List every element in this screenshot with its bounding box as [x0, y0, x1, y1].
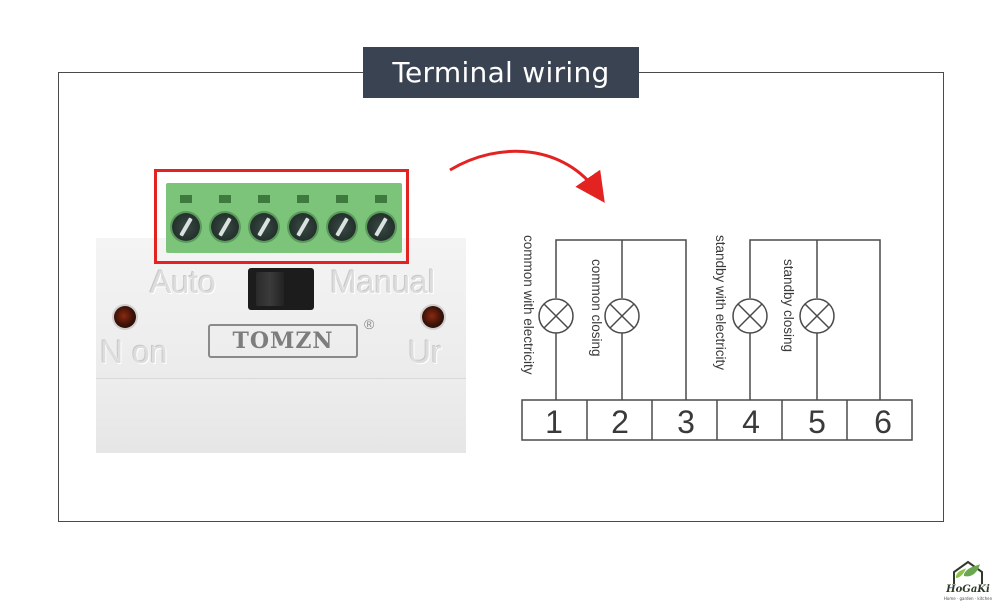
terminal-screw [289, 213, 317, 241]
terminal-screw [211, 213, 239, 241]
logo-name: HoGaKi [946, 584, 990, 595]
terminal-pin [375, 195, 387, 203]
terminal-screw [250, 213, 278, 241]
terminal-number-2: 2 [611, 404, 629, 440]
lamp-icon [732, 298, 768, 334]
label-on: N on [100, 334, 168, 370]
wires-right-group [749, 239, 881, 400]
logo-tagline: Home · garden · kitchen [943, 596, 993, 601]
page-title: Terminal wiring [363, 47, 639, 98]
registered-mark: ® [364, 316, 375, 332]
terminal-number-4: 4 [742, 404, 760, 440]
terminal-screw [172, 213, 200, 241]
terminal-block [166, 183, 402, 253]
lamp-icon [799, 298, 835, 334]
load-label-common-with-electricity: common with electricity [521, 235, 536, 375]
load-label-standby-with-electricity: standby with electricity [713, 235, 728, 370]
terminal-pin [336, 195, 348, 203]
terminal-screw [367, 213, 395, 241]
hogaki-logo: HoGaKi Home · garden · kitchen [940, 558, 996, 602]
lamp-icon [538, 298, 574, 334]
terminal-screw [328, 213, 356, 241]
brand-plate: TOMZN [208, 324, 358, 358]
device-lower-panel [96, 378, 466, 453]
house-leaf-icon [953, 560, 983, 584]
indicator-led-right [422, 306, 444, 328]
terminal-highlight-box [154, 169, 409, 264]
wires-left-group [555, 239, 687, 400]
label-manual: Manual [330, 264, 435, 300]
terminal-pin [219, 195, 231, 203]
terminal-pin [180, 195, 192, 203]
terminal-number-3: 3 [677, 404, 695, 440]
lamp-icon [604, 298, 640, 334]
terminal-number-1: 1 [545, 404, 563, 440]
switch-knob [256, 272, 284, 306]
pointer-arrow [449, 149, 605, 203]
label-auto: Auto [150, 264, 216, 300]
terminal-pin [258, 195, 270, 203]
terminal-pin [297, 195, 309, 203]
load-label-common-closing: common closing [589, 259, 604, 357]
terminal-number-5: 5 [808, 404, 826, 440]
indicator-led-left [114, 306, 136, 328]
terminal-number-6: 6 [874, 404, 892, 440]
label-ur: Ur [408, 334, 442, 370]
auto-manual-switch [248, 268, 314, 310]
terminal-strip [521, 399, 913, 441]
load-label-standby-closing: standby closing [781, 259, 796, 352]
